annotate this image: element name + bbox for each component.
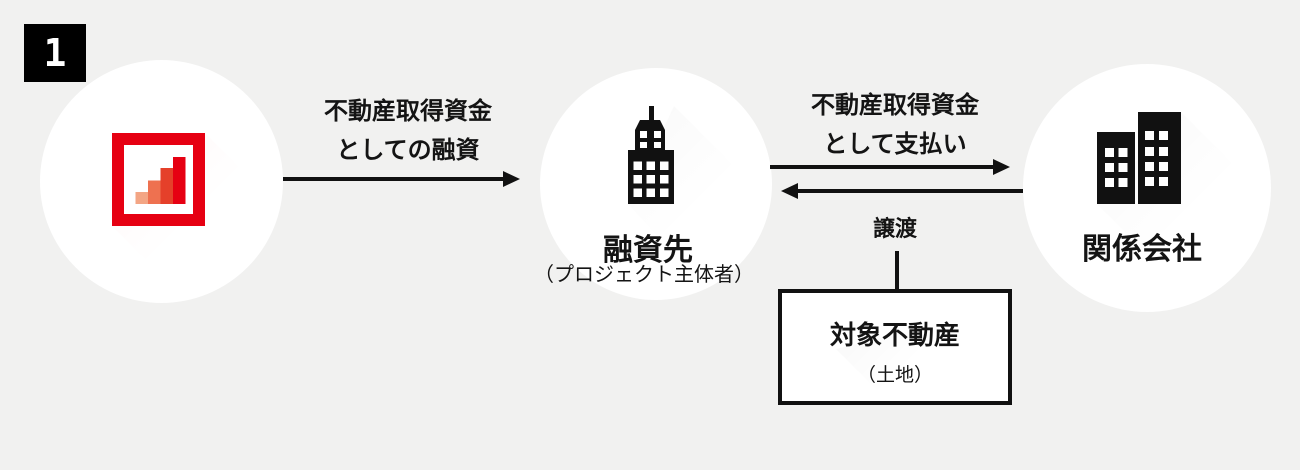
loan-arrow-head-icon bbox=[503, 171, 520, 187]
office-building-icon bbox=[628, 106, 674, 204]
borrower-sublabel: （プロジェクト主体者） bbox=[534, 262, 754, 286]
payment-flow-label-line1: 不動産取得資金 bbox=[811, 91, 979, 119]
loan-flow-label-line1: 不動産取得資金 bbox=[324, 97, 492, 125]
two-buildings-icon bbox=[1097, 112, 1181, 204]
transfer-arrow-shaft bbox=[798, 189, 1023, 193]
affiliate-label: 関係会社 bbox=[1082, 232, 1202, 267]
node-lender bbox=[40, 60, 283, 303]
node-affiliate bbox=[1023, 64, 1271, 312]
payment-arrow-head-icon bbox=[993, 159, 1010, 175]
property-box: 対象不動産 （土地） bbox=[778, 289, 1012, 405]
loan-flow-label-line2: としての融資 bbox=[336, 136, 480, 164]
property-box-subtitle: （土地） bbox=[856, 364, 933, 386]
payment-flow-label: 不動産取得資金 として支払い bbox=[785, 86, 1005, 164]
bar-chart-logo-icon bbox=[112, 133, 205, 226]
step-number: 1 bbox=[43, 31, 67, 75]
transfer-arrow-head-icon bbox=[781, 183, 798, 199]
property-box-title: 対象不動産 bbox=[829, 321, 960, 351]
payment-arrow-shaft bbox=[770, 165, 994, 169]
transfer-label: 譲渡 bbox=[872, 217, 917, 242]
transfer-connector-line bbox=[895, 251, 899, 289]
loan-flow-label: 不動産取得資金 としての融資 bbox=[298, 92, 518, 170]
borrower-label: 融資先 bbox=[603, 233, 693, 268]
loan-arrow-shaft bbox=[283, 177, 504, 181]
step-badge: 1 bbox=[24, 24, 86, 82]
payment-flow-label-line2: として支払い bbox=[823, 130, 967, 158]
